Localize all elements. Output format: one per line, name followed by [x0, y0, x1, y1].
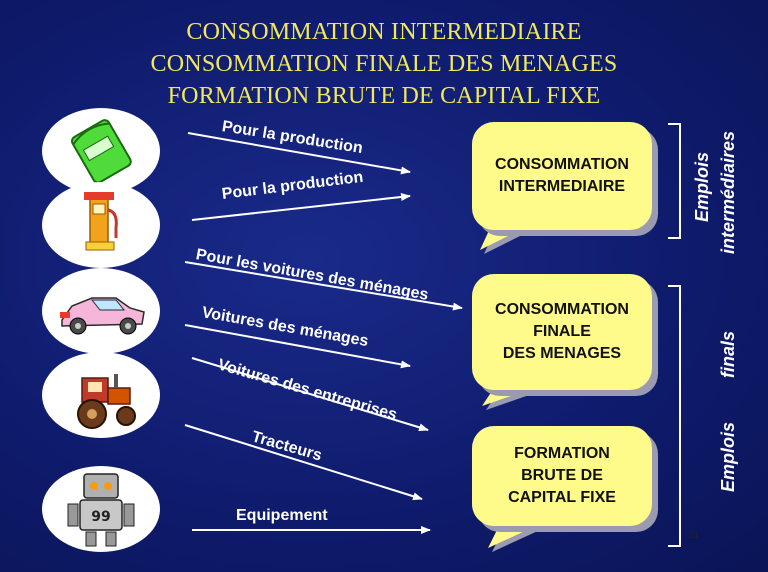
oval-tractor: [42, 352, 160, 438]
oval-robot: 99: [42, 466, 160, 552]
bracket-finals: [668, 285, 681, 547]
tractor-icon: [77, 374, 136, 429]
oval-fuel: [42, 182, 160, 268]
box-ci-line-1: CONSOMMATION: [495, 156, 629, 173]
fuel-pump-icon: [84, 192, 118, 251]
title-line-1: CONSOMMATION INTERMEDIAIRE: [186, 19, 582, 45]
arrow-voitures-entreprises: [191, 357, 429, 432]
box-formation-brute: FORMATION BRUTE DE CAPITAL FIXE: [472, 426, 652, 526]
oval-car: [42, 268, 160, 354]
box-fbcf-line-3: CAPITAL FIXE: [508, 489, 616, 506]
box-cf-line-1: CONSOMMATION: [495, 301, 629, 318]
arrow-production-2: [191, 193, 411, 221]
title-line-3: FORMATION BRUTE DE CAPITAL FIXE: [167, 83, 601, 109]
oval-fertilizer: [42, 108, 160, 194]
side-emplois-intermediaires-1: Emplois: [692, 151, 712, 222]
arrow-production-1: [187, 132, 411, 175]
box-consommation-intermediaire: CONSOMMATION INTERMEDIAIRE: [472, 122, 652, 230]
box-fbcf-line-2: BRUTE DE: [521, 467, 603, 484]
box-ci-line-2: INTERMEDIAIRE: [498, 178, 626, 195]
box-fbcf-line-1: FORMATION: [514, 445, 610, 462]
bracket-intermediaires: [668, 123, 681, 239]
car-icon: [60, 297, 145, 335]
box-cf-line-2: FINALE: [533, 323, 591, 340]
page-number: 21: [689, 530, 700, 540]
fertilizer-bag-icon: [71, 119, 132, 184]
title-line-2: CONSOMMATION FINALE DES MENAGES: [150, 51, 618, 77]
side-emplois-intermediaires-2: intermédiaires: [718, 130, 738, 254]
side-emplois-finals-1: Emplois: [718, 421, 738, 492]
svg-text:99: 99: [91, 509, 110, 525]
arrow-voitures-menages-1: [184, 261, 463, 311]
label-equipement: Equipement: [236, 507, 328, 524]
box-cf-line-3: DES MENAGES: [502, 345, 622, 362]
arrow-voitures-menages-2: [184, 324, 411, 369]
robot-icon: 99: [67, 473, 135, 547]
side-emplois-finals-2: finals: [718, 330, 738, 378]
arrow-tracteurs: [184, 424, 423, 501]
box-consommation-finale: CONSOMMATION FINALE DES MENAGES: [472, 274, 652, 390]
